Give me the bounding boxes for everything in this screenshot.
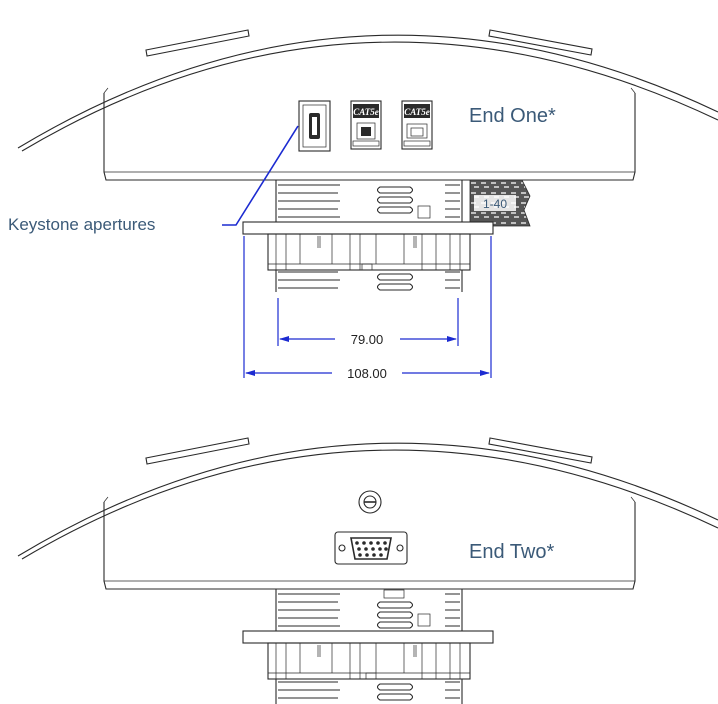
- end-one-housing: [103, 93, 636, 181]
- end-two-top-panel-right: [488, 437, 593, 464]
- keystone-leader-line: [222, 125, 299, 226]
- end-one-view: CAT5e CAT5e End One* 1-4: [8, 29, 718, 381]
- end-one-housing-clips: [103, 87, 636, 94]
- end-two-label: End Two*: [469, 541, 554, 563]
- end-one-top-panel-left: [145, 29, 250, 57]
- end-two-housing: [103, 502, 636, 590]
- rj45-jack-icon: CAT5e: [401, 100, 433, 150]
- end-two-threaded-body-upper: [275, 589, 463, 631]
- rj45-jack-icon: CAT5e: [350, 100, 382, 150]
- end-two-top-panel-left: [145, 437, 250, 465]
- dimension-108: 108.00: [243, 236, 492, 381]
- end-two-dome-inner-arc: [21, 449, 718, 560]
- section-label: 1-40: [483, 197, 507, 211]
- end-two-flange: [242, 630, 494, 644]
- end-two-lock-nut: [267, 642, 471, 680]
- cat5e-jack-label-1: CAT5e: [353, 107, 379, 117]
- end-one-flange: [242, 221, 494, 235]
- end-two-threaded-body-lower: [275, 679, 463, 704]
- end-two-housing-clips: [103, 496, 636, 503]
- dimension-79-text: 79.00: [351, 332, 384, 347]
- end-one-threaded-body-upper: [275, 180, 463, 222]
- screw-head-icon: [358, 490, 382, 514]
- end-one-dome-inner-arc: [21, 41, 718, 152]
- end-one-top-panel-right: [488, 29, 593, 56]
- cat5e-jack-label-2: CAT5e: [404, 107, 430, 117]
- end-one-label: End One*: [469, 105, 556, 127]
- keystone-apertures-callout: Keystone apertures: [8, 215, 155, 234]
- end-two-dome-outer-arc: [17, 442, 718, 557]
- end-one-threaded-body-lower: [275, 270, 463, 292]
- hdmi-port-icon: [298, 100, 331, 152]
- dimension-79: 79.00: [277, 298, 459, 347]
- end-one-dome-outer-arc: [17, 34, 718, 149]
- end-one-lock-nut: [267, 233, 471, 271]
- vga-db15-port-icon: [334, 531, 408, 565]
- end-two-view: End Two*: [17, 437, 718, 704]
- section-cut: 1-40: [469, 179, 531, 227]
- dimension-108-text: 108.00: [347, 366, 387, 381]
